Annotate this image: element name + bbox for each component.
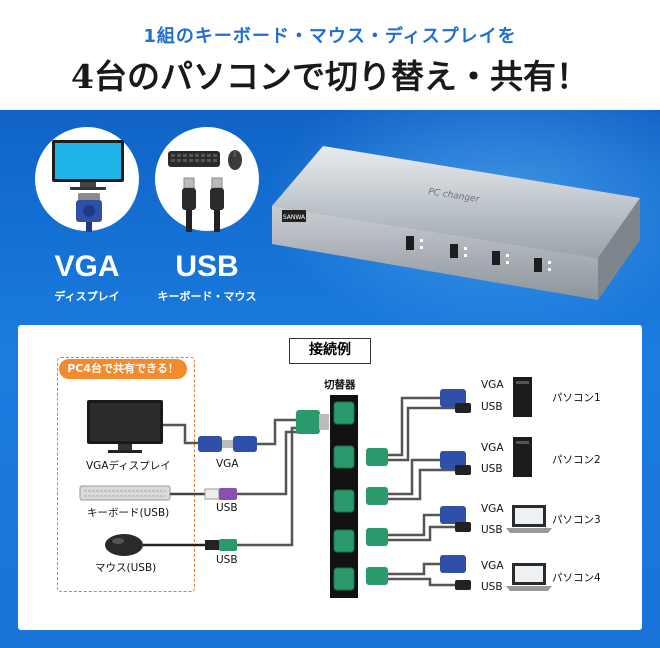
switch-output-connectors (366, 448, 388, 585)
usb-port-label-keyboard: USB (216, 502, 238, 514)
vga-big-label: VGA (54, 250, 120, 283)
subtitle: 1組のキーボード・マウス・ディスプレイを (143, 26, 517, 47)
laptop-pc-icon (506, 505, 552, 533)
svg-text:SANWA: SANWA (283, 214, 306, 221)
usb-big-label: USB (175, 250, 239, 283)
pc2-vga-label: VGA (481, 442, 504, 454)
monitor-icon (52, 140, 124, 190)
pc3-usb-label: USB (481, 524, 503, 536)
usb-circle (155, 127, 259, 231)
usb-keyboard-connectors (204, 488, 237, 500)
vga-small-label: ディスプレイ (54, 290, 120, 303)
brand-plate: SANWA (282, 210, 306, 222)
pc1-label: パソコン1 (552, 392, 601, 404)
vga-connector-icon (76, 193, 102, 232)
shared-tag: PC4台で共有できる！ (59, 359, 187, 379)
vga-port-label: VGA (216, 458, 239, 470)
pc2-usb-label: USB (481, 463, 503, 475)
mouse-icon (228, 150, 242, 170)
switch-box (330, 395, 358, 598)
kvm-switch-illustration: SANWA PC changer (272, 146, 640, 300)
pc1-usb-label: USB (481, 401, 503, 413)
vga-cable-connectors (198, 436, 257, 452)
tower-pc-icon (513, 437, 532, 477)
keyboard-device-icon (79, 485, 171, 501)
pc-port-connectors (440, 389, 471, 590)
connection-title: 接続例 (289, 338, 371, 364)
tower-pc-icon (513, 377, 532, 417)
usb-mouse-connectors (205, 539, 237, 551)
headline: 4台のパソコンで切り替え・共有！ (71, 57, 589, 96)
front-buttons (406, 236, 542, 272)
shared-peripherals-box (57, 357, 195, 592)
pc3-label: パソコン3 (552, 514, 601, 526)
mouse-device-icon (105, 534, 143, 556)
display-icon (87, 400, 163, 453)
mouse-label: マウス(USB) (95, 562, 157, 574)
laptop-pc-icon (506, 563, 552, 591)
pc1-vga-label: VGA (481, 379, 504, 391)
keyboard-icon (168, 151, 220, 167)
keyboard-label: キーボード(USB) (87, 507, 170, 519)
pc4-usb-label: USB (481, 581, 503, 593)
usb-port-label-mouse: USB (216, 554, 238, 566)
switch-label: 切替器 (324, 379, 356, 391)
pc2-label: パソコン2 (552, 454, 601, 466)
pc4-vga-label: VGA (481, 560, 504, 572)
usb-small-label: キーボード・マウス (157, 290, 257, 303)
usb-connector-icon (182, 177, 224, 232)
pc3-vga-label: VGA (481, 503, 504, 515)
pc4-label: パソコン4 (552, 572, 601, 584)
display-label: VGAディスプレイ (86, 460, 171, 472)
switch-input-connector (296, 410, 329, 434)
